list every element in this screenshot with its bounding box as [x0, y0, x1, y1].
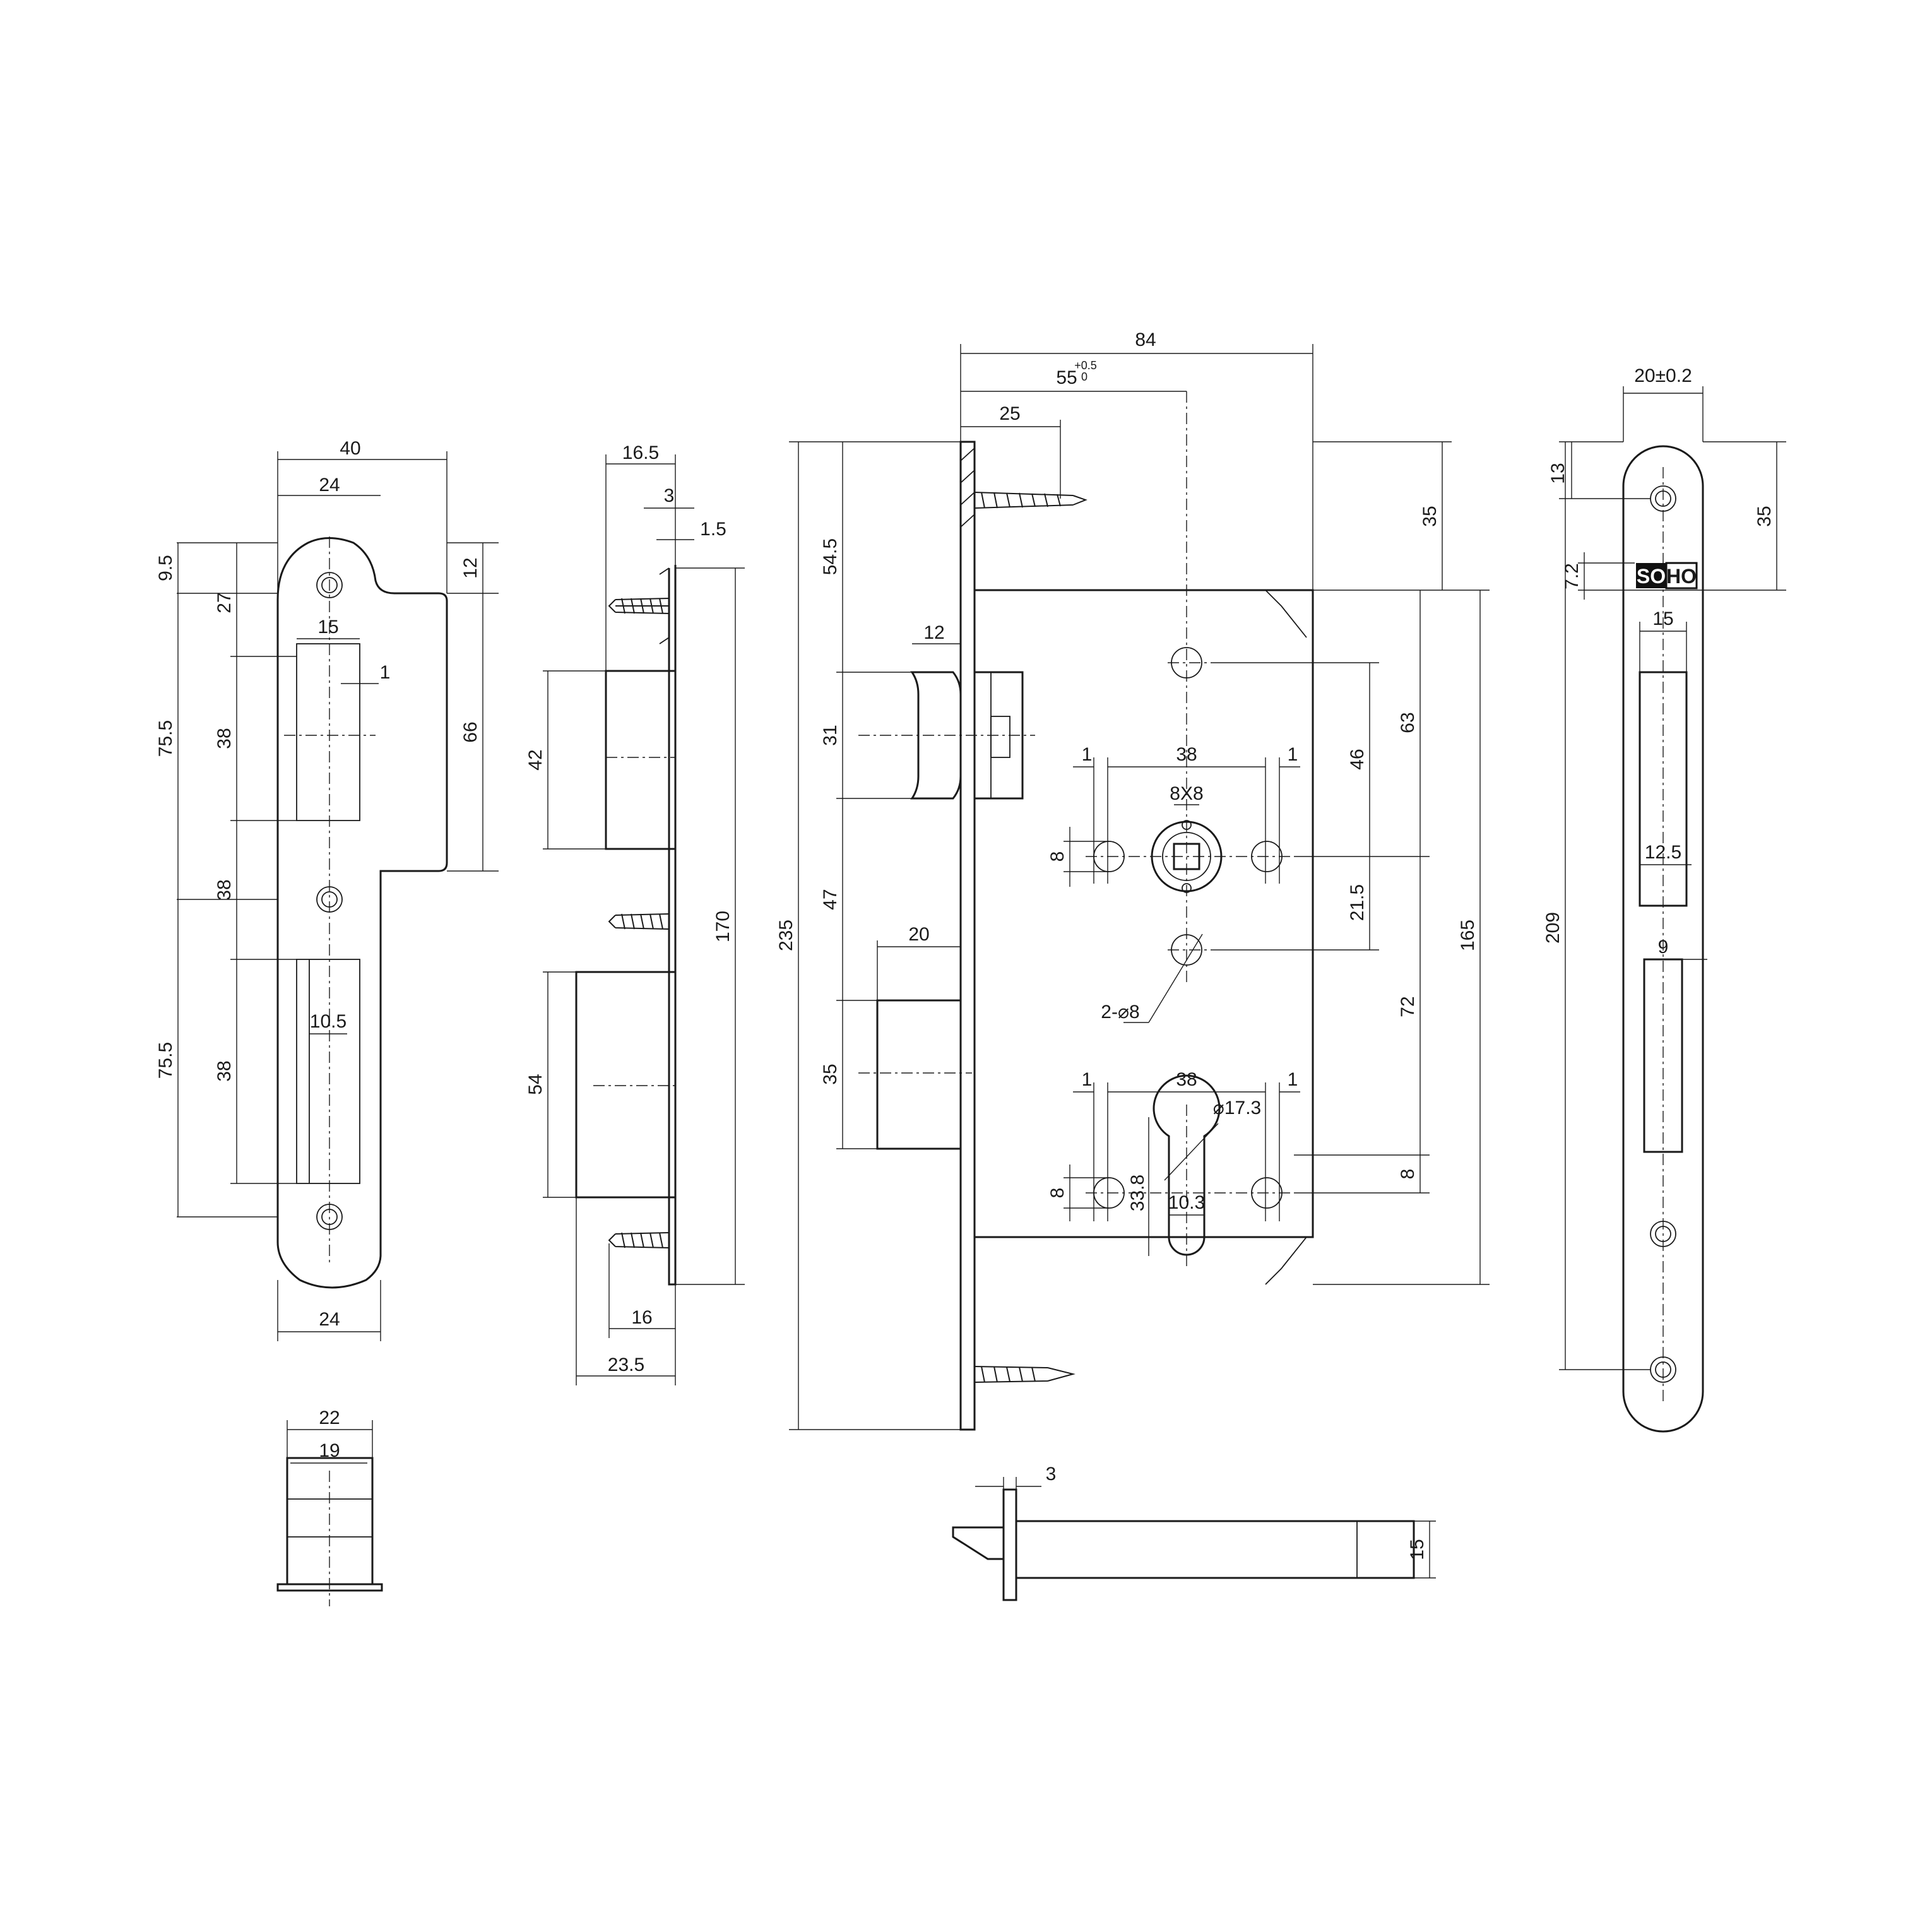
dim-backset-tol-minus: 0: [1081, 370, 1087, 383]
dim-middle-gap: 38: [214, 879, 235, 900]
dim-top-to-latch: 54.5: [820, 538, 841, 575]
dim-hole-clear-left-upper: 1: [1082, 744, 1093, 765]
dim-spindle-to-cyl-hole: 21.5: [1347, 884, 1368, 921]
dim-window-height-b: 38: [214, 1060, 235, 1081]
faceplate-front-view: SO HO 20±0.2 13 35 7.2 15 12.5 9 209: [1543, 365, 1786, 1433]
strike-plate-front-view: 40 24 9.5 12 15 1 27 38 75.5 38 38 75.5 …: [155, 438, 499, 1341]
dim-bolt-thickness: 3: [1046, 1464, 1057, 1485]
logo-text-so: SO: [1637, 565, 1666, 588]
dim-faceplate-to-screw: 25: [999, 403, 1020, 424]
dim-top-to-body: 35: [1419, 506, 1440, 526]
dim-top-to-window: 27: [214, 592, 235, 613]
dim-window-width: 15: [317, 617, 338, 637]
dim-hole-clear-right-lower: 1: [1288, 1069, 1298, 1090]
dim-bolt-detail-height: 15: [1407, 1539, 1428, 1560]
dim-side-height: 170: [713, 911, 733, 942]
dim-lower-pocket: 54: [525, 1074, 546, 1094]
dim-cylinder-dia: ⌀17.3: [1213, 1098, 1261, 1118]
dim-side-lip: 3: [664, 485, 675, 506]
dim-screw-pitch: 209: [1543, 912, 1563, 944]
dim-strike-step-height: 12: [460, 557, 481, 578]
faceplate-screw-top: [974, 492, 1087, 509]
dim-latch-slot: 10.5: [310, 1011, 347, 1032]
strike-screw-middle: [608, 913, 670, 930]
dim-body-height: 165: [1457, 920, 1478, 951]
dim-window-height-a: 38: [214, 728, 235, 749]
dim-top-to-spindle: 63: [1397, 712, 1418, 733]
dim-hole-pitch-lower: 38: [1176, 1069, 1197, 1090]
dim-hole-clear-right-upper: 1: [1288, 744, 1298, 765]
dim-bolt-window: 9: [1658, 937, 1669, 957]
dim-total-height: 235: [776, 920, 797, 951]
dim-strike-top-offset: 9.5: [155, 555, 176, 581]
soho-logo: SO HO: [1636, 562, 1698, 590]
dim-faceplate-top-to-logo: 35: [1754, 506, 1775, 526]
dim-screw-spacing-b: 75.5: [155, 1042, 176, 1079]
dim-cylinder-width: 10.3: [1168, 1192, 1205, 1213]
dim-screw-spacing-a: 75.5: [155, 720, 176, 757]
dim-case-depth: 84: [1135, 329, 1156, 350]
bolt-detail-view: 3 15: [952, 1464, 1436, 1601]
dim-fixing-holes: 2-⌀8: [1101, 1002, 1139, 1022]
strike-box-view: 22 19: [276, 1408, 383, 1606]
strike-screw-bottom: [608, 1232, 670, 1248]
strike-plate-side-view: 16.5 3 1.5 170 42 54 16 23.5: [525, 442, 745, 1385]
dim-bolt-height: 35: [820, 1064, 841, 1084]
dim-logo-height: 7.2: [1562, 563, 1582, 590]
dim-hole-dia-right-lower: 8: [1397, 1169, 1418, 1180]
dim-spindle-to-hole: 46: [1347, 749, 1368, 769]
logo-text-ho: HO: [1666, 565, 1697, 588]
dim-side-depth: 16.5: [622, 442, 659, 463]
dim-strike-bottom-width: 24: [319, 1309, 340, 1330]
dim-backset-tol-plus: +0.5: [1074, 359, 1097, 372]
dim-hole-dia-left-upper: 8: [1047, 851, 1068, 862]
dim-faceplate-width: 20±0.2: [1634, 365, 1692, 386]
dim-hole-clear-left-lower: 1: [1082, 1069, 1093, 1090]
dim-hole-dia-left-lower: 8: [1047, 1188, 1068, 1199]
dim-backset: 55: [1056, 367, 1077, 388]
dim-window-gap: 1: [380, 662, 391, 683]
dim-latch-window-inner: 12.5: [1645, 842, 1681, 863]
dim-box-inner-width: 19: [319, 1440, 340, 1461]
dim-hole-pitch-upper: 38: [1176, 744, 1197, 765]
dim-side-overall-depth: 23.5: [608, 1354, 644, 1375]
dim-side-thickness: 1.5: [700, 519, 726, 540]
dim-strike-inner-width: 24: [319, 475, 340, 495]
dim-cylinder-height: 33.8: [1127, 1175, 1148, 1211]
dim-mid-gap: 47: [820, 889, 841, 910]
dim-step-length: 66: [460, 721, 481, 742]
dim-latch-projection: 12: [923, 622, 944, 643]
dim-bolt-projection: 20: [908, 924, 929, 945]
strike-screw-top: [608, 598, 670, 614]
dim-spindle-to-cylinder: 72: [1397, 996, 1418, 1017]
dim-latch-height: 31: [820, 725, 841, 745]
lock-body-view: 84 55 +0.5 0 25 235 54.5 31 47 35 12 20: [776, 329, 1490, 1431]
faceplate-screw-bottom: [974, 1366, 1076, 1383]
dim-latch-window: 15: [1652, 608, 1673, 629]
dim-faceplate-top-to-hole: 13: [1548, 463, 1568, 483]
dim-strike-width: 40: [340, 438, 360, 459]
dim-spindle-square: 8X8: [1170, 783, 1203, 804]
dim-box-width: 22: [319, 1408, 340, 1428]
dim-side-depth-bottom: 16: [631, 1307, 652, 1328]
dim-upper-pocket: 42: [525, 749, 546, 770]
